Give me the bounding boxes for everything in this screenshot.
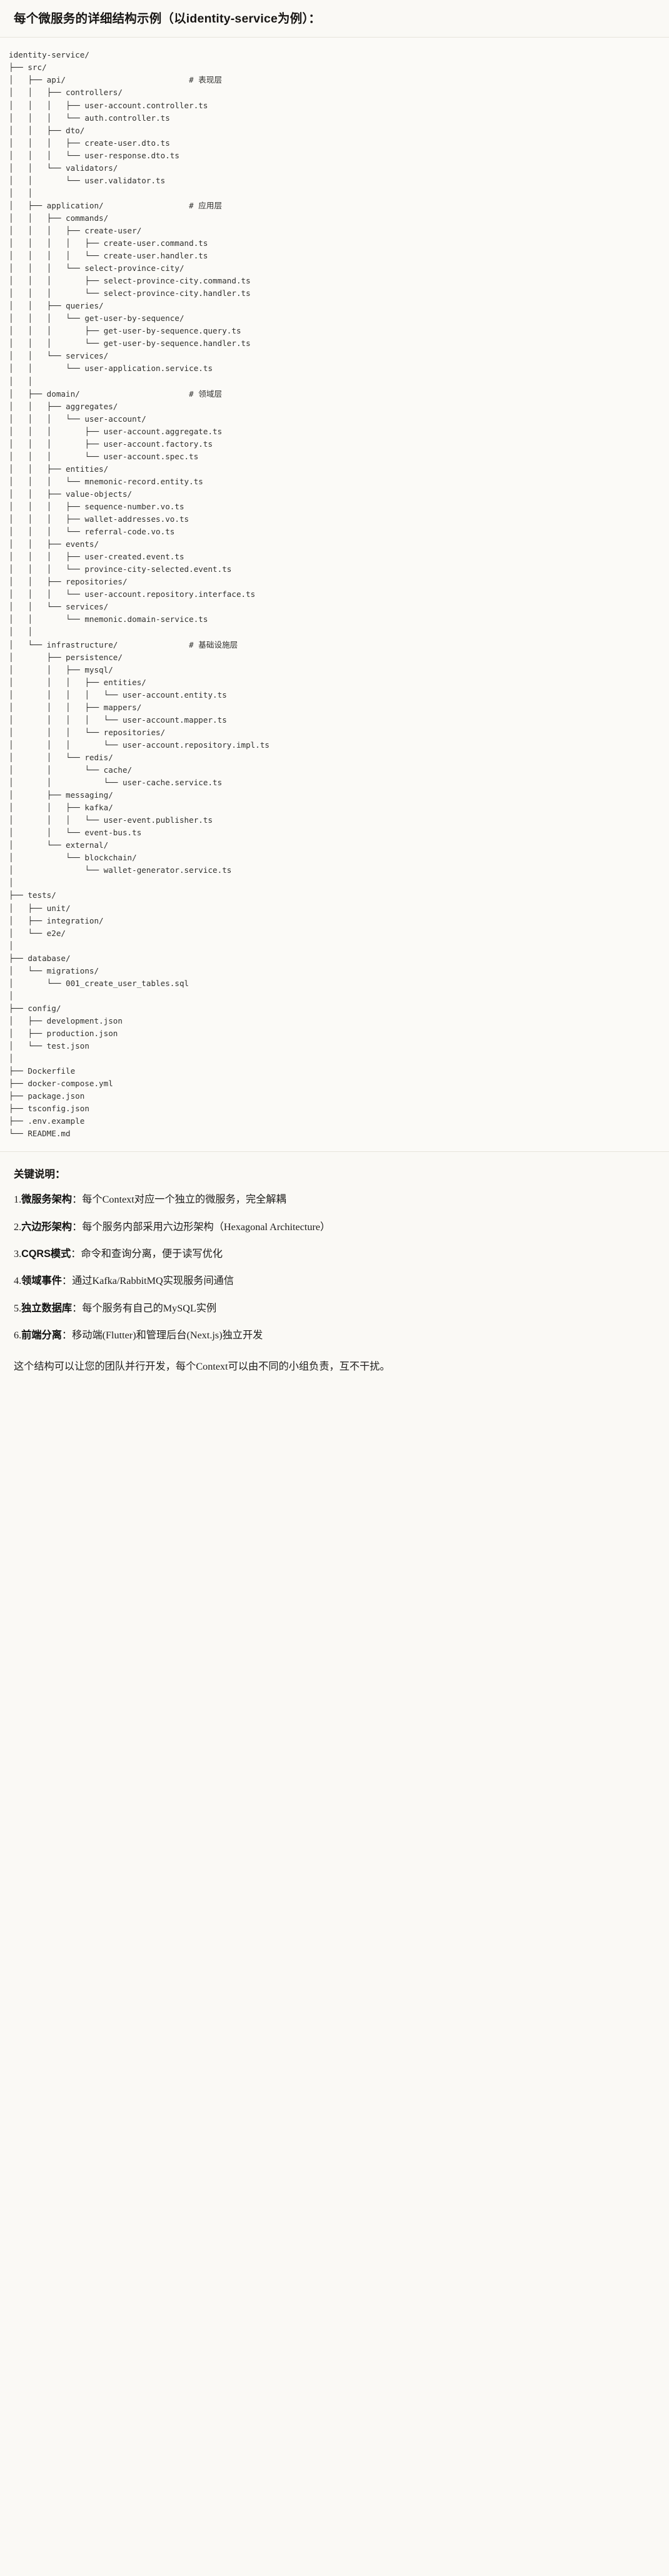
closing-paragraph: 这个结构可以让您的团队并行开发，每个Context可以由不同的小组负责，互不干扰… bbox=[14, 1361, 390, 1373]
directory-tree-block: identity-service/ ├── src/ │ ├── api/ # … bbox=[0, 38, 669, 1152]
key-point-4-label: 领域事件 bbox=[21, 1275, 62, 1287]
key-point-5-text: ：每个服务有自己的MySQL实例 bbox=[72, 1302, 217, 1314]
key-point-6-number: 6. bbox=[14, 1329, 22, 1341]
key-point-4: 4.领域事件：通过Kafka/RabbitMQ实现服务间通信 bbox=[14, 1273, 655, 1288]
key-point-2: 2.六边形架构：每个服务内部采用六边形架构（Hexagonal Architec… bbox=[14, 1219, 655, 1235]
tree-divider bbox=[0, 1151, 669, 1153]
key-point-3-label: CQRS模式 bbox=[21, 1248, 71, 1260]
key-point-5: 5.独立数据库：每个服务有自己的MySQL实例 bbox=[14, 1301, 655, 1316]
key-point-1: 1.微服务架构：每个Context对应一个独立的微服务，完全解耦 bbox=[14, 1192, 655, 1207]
key-point-4-number: 4. bbox=[14, 1275, 22, 1287]
key-point-1-text: ：每个Context对应一个独立的微服务，完全解耦 bbox=[72, 1194, 286, 1206]
key-point-6-label: 前端分离 bbox=[21, 1329, 62, 1341]
key-point-6: 6.前端分离：移动端(Flutter)和管理后台(Next.js)独立开发 bbox=[14, 1328, 655, 1343]
key-point-1-label: 微服务架构 bbox=[21, 1194, 73, 1206]
directory-tree: identity-service/ ├── src/ │ ├── api/ # … bbox=[9, 50, 270, 1139]
key-point-2-number: 2. bbox=[14, 1221, 22, 1233]
key-point-2-text: ：每个服务内部采用六边形架构（Hexagonal Architecture） bbox=[72, 1221, 331, 1233]
key-point-6-text: ：移动端(Flutter)和管理后台(Next.js)独立开发 bbox=[61, 1329, 263, 1341]
key-point-2-label: 六边形架构 bbox=[21, 1221, 73, 1233]
key-points-title: 关键说明： bbox=[14, 1169, 66, 1181]
key-point-3: 3.CQRS模式：命令和查询分离，便于读写优化 bbox=[14, 1246, 655, 1261]
key-points-section: 关键说明： 1.微服务架构：每个Context对应一个独立的微服务，完全解耦 2… bbox=[0, 1152, 669, 1391]
title-divider bbox=[0, 37, 669, 38]
key-point-3-number: 3. bbox=[14, 1248, 22, 1260]
key-point-5-label: 独立数据库 bbox=[21, 1302, 73, 1314]
key-point-4-text: ：通过Kafka/RabbitMQ实现服务间通信 bbox=[61, 1275, 234, 1287]
key-point-3-text: ：命令和查询分离，便于读写优化 bbox=[71, 1248, 223, 1260]
key-point-5-number: 5. bbox=[14, 1302, 22, 1314]
key-point-1-number: 1. bbox=[14, 1194, 22, 1206]
document-page: 每个微服务的详细结构示例（以identity-service为例）： ident… bbox=[0, 12, 669, 1391]
page-title: 每个微服务的详细结构示例（以identity-service为例）： bbox=[14, 12, 321, 26]
